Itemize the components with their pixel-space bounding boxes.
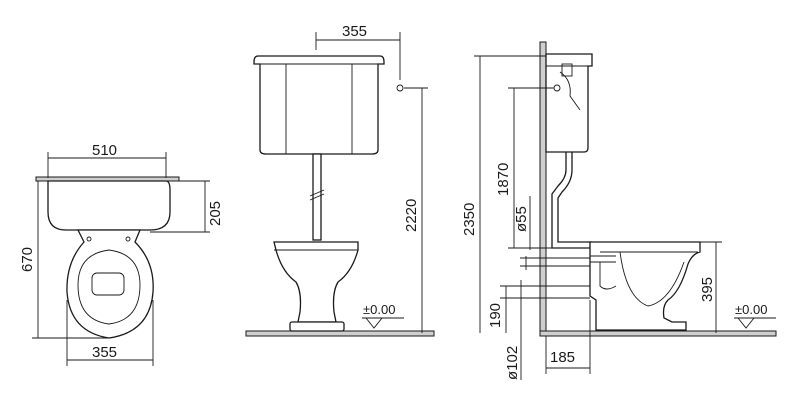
dim-355-top: 355 (342, 23, 367, 40)
dim-670: 670 (19, 247, 36, 272)
middle-view: 355 2220 ±0.00 (245, 23, 435, 337)
middle-base (289, 321, 345, 332)
front-view: 510 670 205 355 (19, 142, 224, 366)
side-view: 2350 1870 ø55 190 ø102 185 395 ±0. (461, 41, 777, 380)
wall-point (396, 84, 404, 92)
level-mid: ±0.00 (363, 302, 395, 317)
side-pipe (551, 152, 592, 249)
dim-1870: 1870 (495, 163, 512, 196)
dim-510: 510 (92, 142, 117, 159)
front-cistern (47, 180, 171, 231)
middle-cistern (253, 55, 385, 155)
middle-bowl (273, 241, 359, 323)
side-bowl (589, 241, 701, 331)
front-button (91, 272, 125, 296)
dim-355-front: 355 (92, 344, 117, 361)
dim-102: ø102 (504, 346, 521, 380)
side-wall (539, 41, 547, 337)
front-bolt-right (125, 236, 131, 242)
dim-2220: 2220 (403, 199, 420, 232)
dim-190: 190 (487, 303, 504, 328)
dim-2350: 2350 (461, 203, 478, 236)
front-bolt-left (86, 236, 92, 242)
front-bowl (66, 229, 154, 339)
dim-185: 185 (550, 349, 575, 366)
middle-floor (245, 330, 435, 337)
dim-205: 205 (207, 201, 224, 226)
level-right: ±0.00 (735, 302, 767, 317)
dim-55: ø55 (513, 206, 530, 232)
front-seat (77, 249, 141, 325)
dim-395: 395 (699, 277, 716, 302)
side-floor (539, 330, 777, 337)
side-cistern (545, 53, 593, 153)
